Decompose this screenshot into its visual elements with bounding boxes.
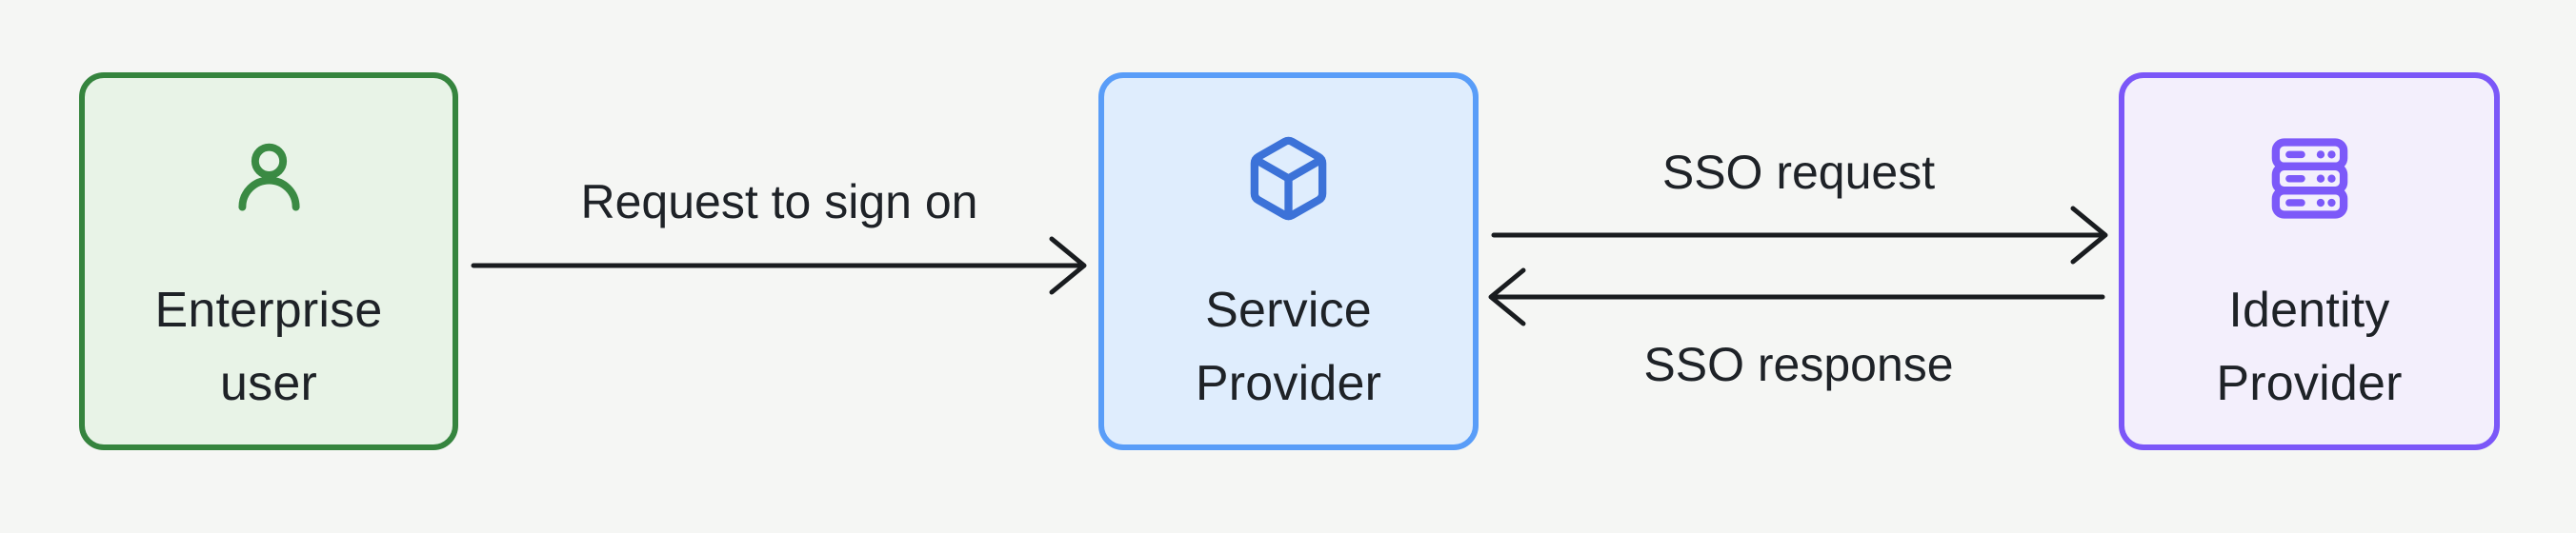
node-label-service-provider: Service Provider — [1195, 283, 1382, 411]
node-label-identity-provider: Identity Provider — [2216, 283, 2403, 411]
user-icon — [224, 133, 314, 224]
cube-icon — [1243, 133, 1334, 224]
edge-label-request-to-sign-on: Request to sign on — [580, 175, 978, 228]
edge-label-sso-request: SSO request — [1661, 146, 1936, 199]
server-icon — [2264, 133, 2355, 224]
arrow-sso-request — [1491, 206, 2108, 265]
node-identity-provider: Identity Provider — [2119, 72, 2500, 450]
node-service-provider: Service Provider — [1098, 72, 1479, 450]
node-label-enterprise-user: Enterprise user — [154, 283, 383, 411]
arrow-request-to-sign-on — [471, 236, 1087, 295]
node-enterprise-user: Enterprise user — [79, 72, 458, 450]
arrow-sso-response — [1488, 267, 2105, 326]
edge-label-sso-response: SSO response — [1643, 338, 1954, 391]
